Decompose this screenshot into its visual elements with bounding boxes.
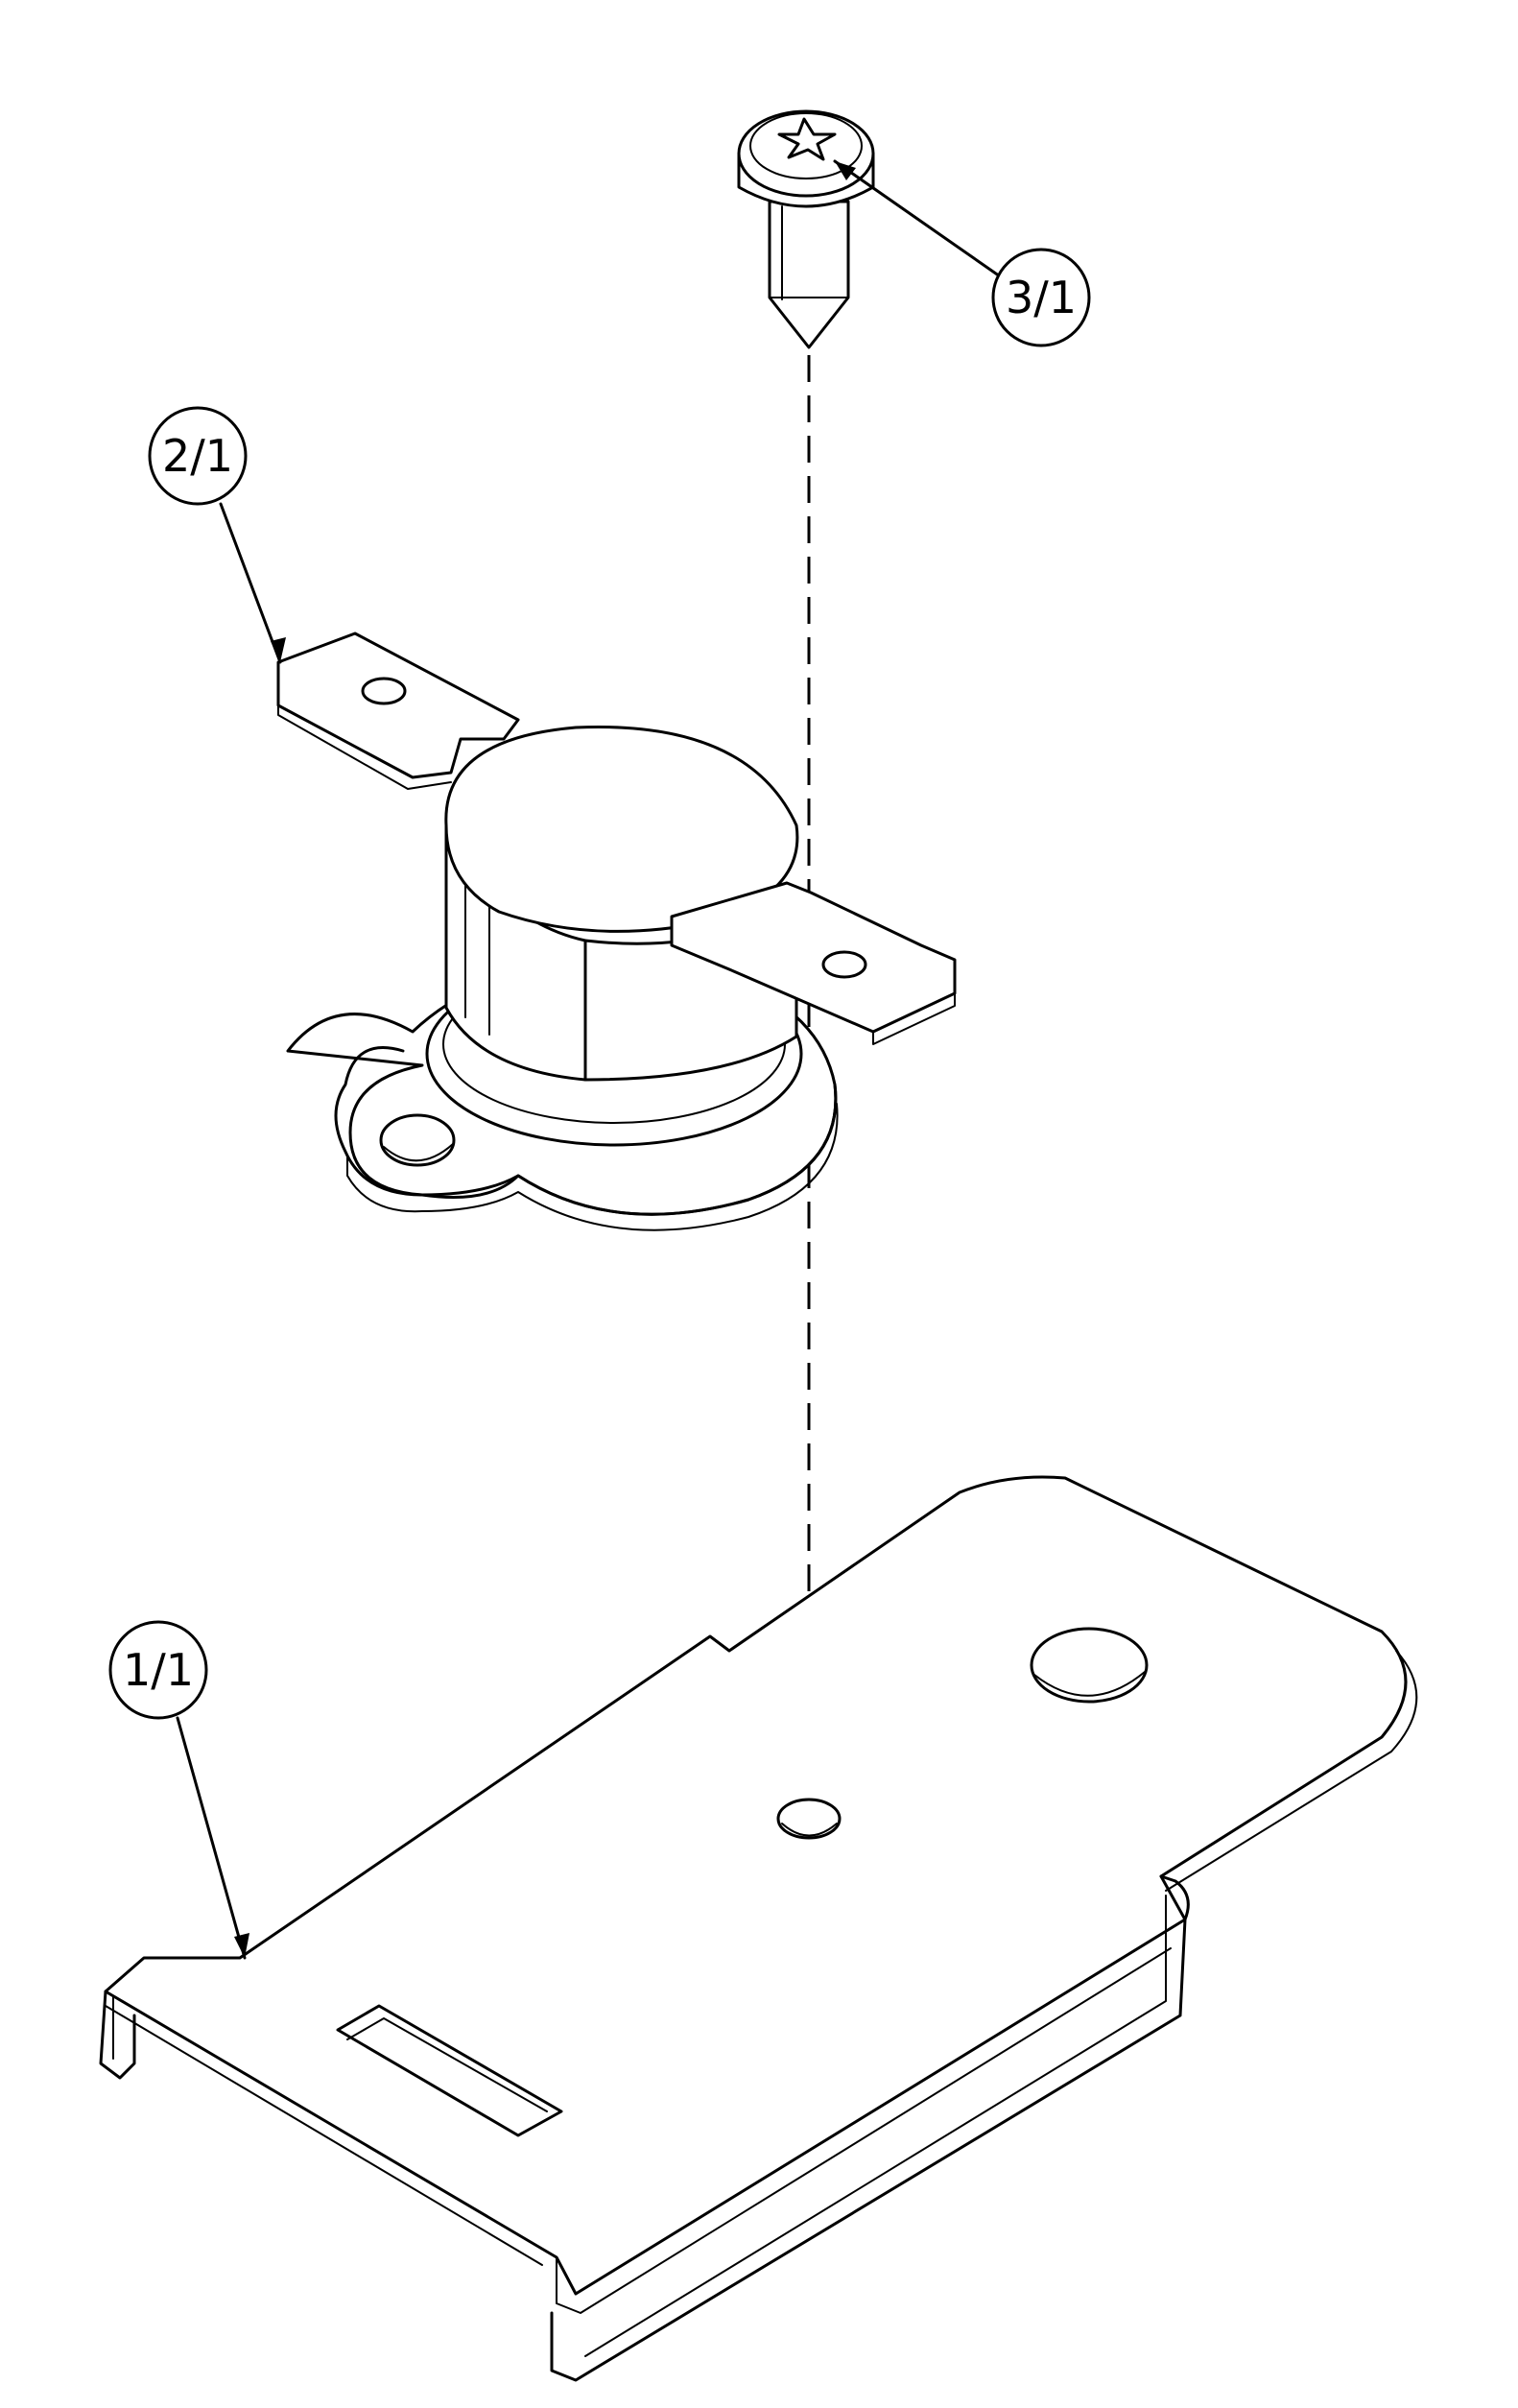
thermostat-terminal-right-hole (821, 950, 867, 979)
thermostat-terminal-right (670, 881, 957, 1034)
callout-part-2: 2/1 (148, 406, 286, 664)
thermostat-top-cap (444, 725, 799, 933)
bracket-flange-left (99, 1990, 136, 2080)
bracket-flange-right (550, 1874, 1190, 2382)
callout-part-3: 3/1 (833, 159, 1091, 347)
thermostat-terminal-left-edge (277, 704, 452, 790)
bracket-top-face (104, 1475, 1408, 2296)
callout-part-1-leader (176, 1716, 247, 1960)
bracket-screw-hole-depth (781, 1823, 838, 1837)
screw (737, 109, 875, 349)
callout-part-1-arrowhead (234, 1933, 249, 1958)
thermostat-terminal-left (276, 632, 520, 779)
thermostat-base-hole (379, 1113, 456, 1167)
thermostat-base-thickness (346, 1103, 839, 1231)
bracket-flange-inner (584, 1895, 1167, 2357)
thermostat-terminal-left-hole (361, 677, 407, 705)
bracket-plate (99, 1475, 1418, 2382)
bracket-large-hole-depth (1033, 1671, 1146, 1697)
screw-shank-edge (769, 205, 849, 300)
callout-part-2-leader (219, 502, 282, 664)
bracket-lower-edge (105, 1947, 1172, 2314)
thermostat-base-flange-outline (334, 1046, 838, 1216)
thermostat-switch (276, 632, 957, 1231)
callout-part-2-circle (148, 406, 248, 506)
bracket-edge-thickness (1165, 1650, 1418, 1892)
callout-part-3-leader (833, 159, 1005, 280)
callout-part-3-circle (991, 248, 1091, 347)
callout-part-2-arrowhead (271, 637, 286, 662)
callout-part-1: 1/1 (108, 1620, 249, 1960)
callout-part-2-label: 2/1 (162, 430, 233, 482)
thermostat-base-hole-depth (383, 1143, 454, 1162)
screw-head-top (737, 109, 875, 198)
callout-part-3-arrowhead (835, 161, 856, 180)
callout-part-3-label: 3/1 (1006, 272, 1077, 323)
bracket-rect-slot (336, 2004, 563, 2137)
screw-phillips-slot-icon (777, 117, 837, 161)
bracket-rect-slot-inner (346, 2017, 548, 2112)
screw-head-rim (749, 112, 863, 179)
bracket-large-hole (1030, 1627, 1149, 1704)
thermostat-terminal-right-edge (872, 992, 956, 1045)
callout-part-1-circle (108, 1620, 208, 1720)
bracket-screw-hole (776, 1798, 842, 1840)
callout-part-1-label: 1/1 (123, 1644, 194, 1696)
